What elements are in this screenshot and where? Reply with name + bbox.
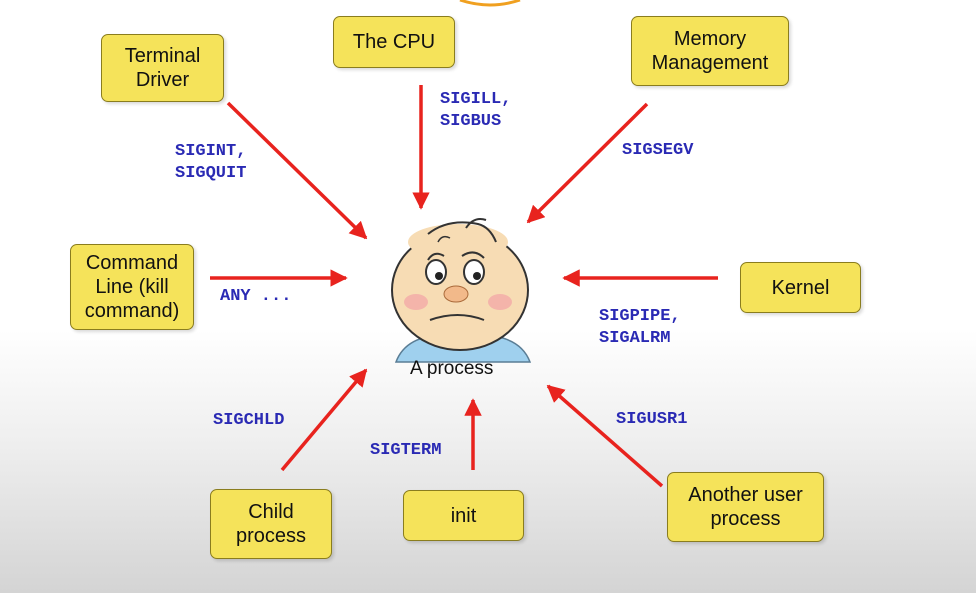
top-edge-decoration <box>459 0 521 7</box>
source-label-cpu: The CPU <box>352 31 436 53</box>
source-label-init: init <box>450 504 477 527</box>
source-box-init[interactable]: init <box>403 490 524 541</box>
arrow-terminal <box>226 101 368 240</box>
source-box-cpu[interactable]: The CPU <box>333 16 455 68</box>
signal-label-another: SIGUSR1 <box>616 410 688 429</box>
signal-label-command: ANY ... <box>220 287 292 306</box>
signal-label-terminal: SIGINT, SIGQUIT <box>175 142 247 183</box>
source-box-kernel[interactable]: Kernel <box>740 262 861 313</box>
arrow-child <box>280 368 368 472</box>
process-caption: A process <box>410 358 494 379</box>
source-label-kernel: Kernel <box>771 276 830 299</box>
process-face-illustration <box>391 218 532 363</box>
signal-label-memory: SIGSEGV <box>622 141 694 160</box>
signal-label-init: SIGTERM <box>370 441 442 460</box>
signal-label-kernel: SIGPIPE, SIGALRM <box>599 307 681 348</box>
signal-label-cpu: SIGILL, SIGBUS <box>440 90 512 131</box>
arrow-another <box>546 384 664 488</box>
arrow-memory <box>526 102 649 224</box>
signal-label-child: SIGCHLD <box>213 411 285 430</box>
